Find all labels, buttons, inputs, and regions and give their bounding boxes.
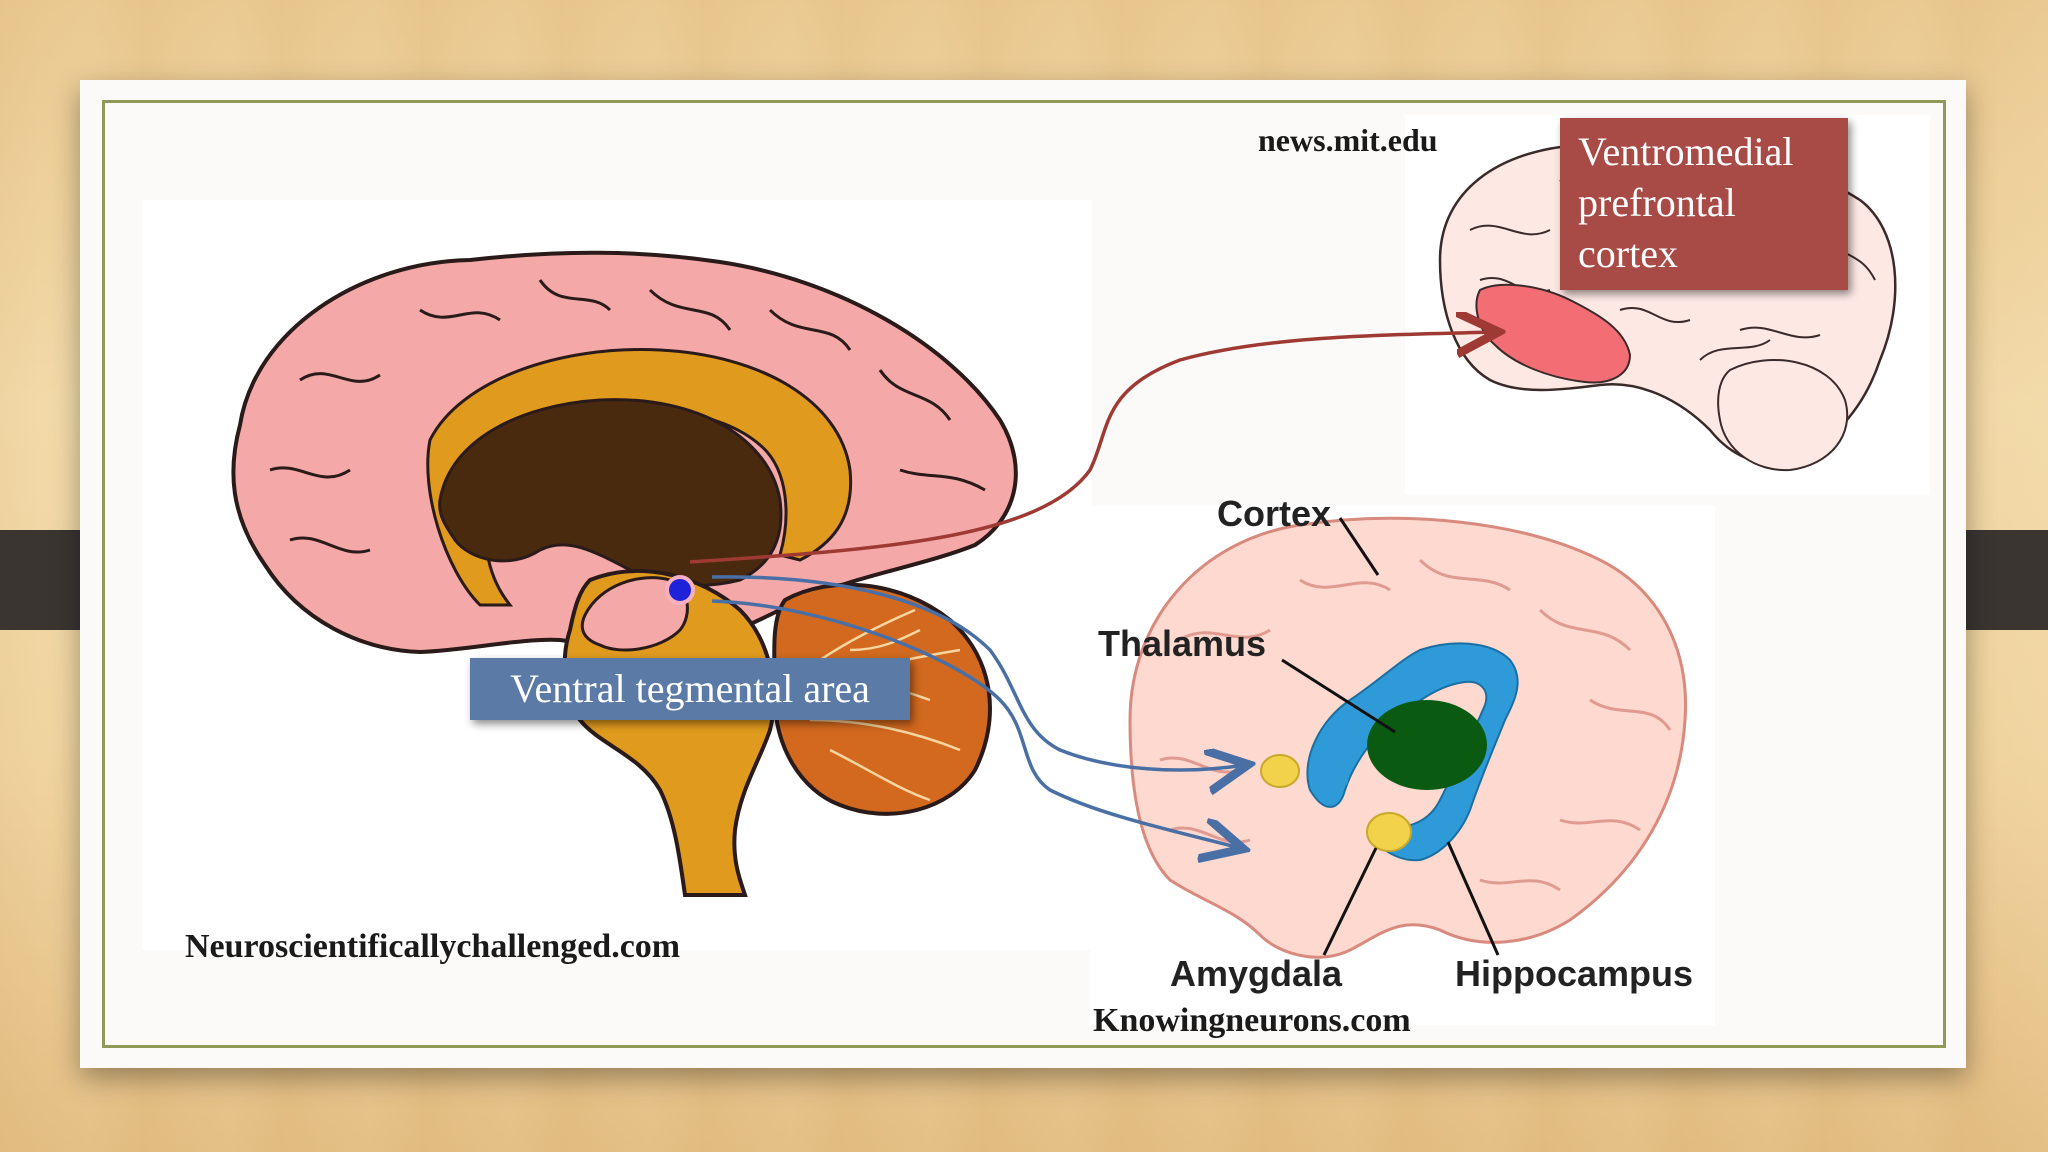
lateral-ventricle [438, 398, 783, 587]
vmpfc-cerebellum [1717, 359, 1849, 472]
sagittal-brain [231, 250, 1018, 897]
amygdala-node [1366, 812, 1412, 852]
leader-lines [1281, 517, 1500, 956]
vta-callout: Ventral tegmental area [470, 658, 910, 720]
secondary-node [1260, 754, 1300, 788]
vta-to-hippocampus-arrow [711, 575, 1245, 770]
credit-mit: news.mit.edu [1258, 122, 1438, 158]
vmpfc-callout-line-1: Ventromedial [1578, 129, 1794, 174]
credit-knowing-neurons: Knowingneurons.com [1093, 1002, 1411, 1039]
fornix-arch [1332, 652, 1448, 788]
label-hippocampus: Hippocampus [1455, 953, 1693, 994]
vmpfc-callout-line-3: cortex [1578, 231, 1678, 276]
vta-to-vmpfc-arrow [689, 332, 1495, 564]
cortex-folds [269, 279, 986, 554]
slide-frame [102, 100, 1946, 1048]
label-thalamus: Thalamus [1098, 623, 1266, 664]
limbic-brain: Cortex Thalamus Amygdala Hippocampus [1098, 493, 1693, 994]
credit-neuroscientifically-challenged: Neuroscientificallychallenged.com [185, 928, 681, 965]
thalamus-node [1367, 700, 1487, 790]
label-amygdala: Amygdala [1170, 953, 1343, 994]
vmpfc-callout: Ventromedial prefrontal cortex [1560, 118, 1848, 290]
vmpfc-callout-line-2: prefrontal [1578, 180, 1736, 225]
vta-marker [665, 575, 695, 605]
vta-to-amygdala-arrow [711, 599, 1240, 848]
limbic-folds [1159, 558, 1672, 892]
label-cortex: Cortex [1217, 493, 1331, 534]
thalamus-sagittal [580, 576, 689, 652]
